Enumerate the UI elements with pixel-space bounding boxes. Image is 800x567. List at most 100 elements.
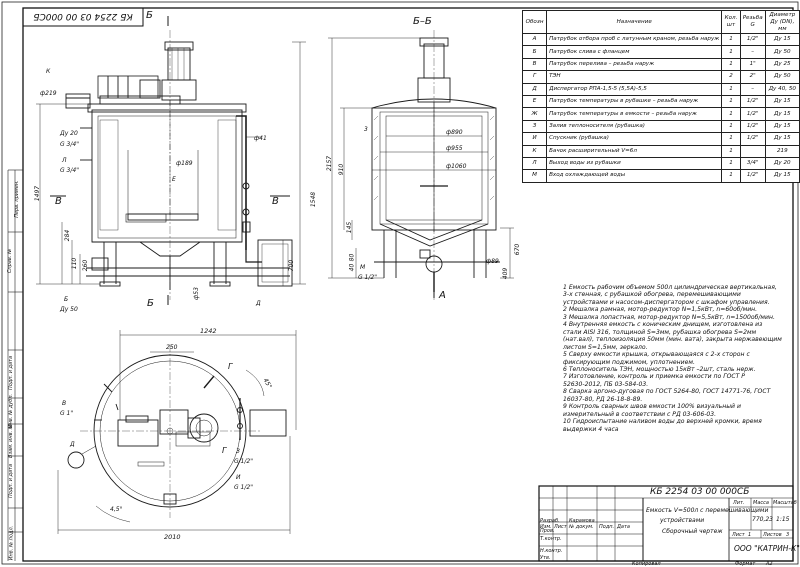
spec-purpose: Спускник (рубашка)	[546, 132, 723, 146]
note-line: 7 Изготовление, контроль и приемка емкос…	[563, 373, 745, 381]
dim-670: 670	[514, 243, 522, 256]
spec-code: Г	[521, 70, 548, 84]
front-view	[65, 30, 293, 300]
dim-1242: 1242	[200, 327, 217, 335]
spec-dn: Ду 25	[764, 57, 800, 72]
cut-label-b-bottom: Б	[147, 298, 154, 309]
sheets-label: Листов	[763, 532, 782, 538]
dim-409: 409	[502, 267, 510, 280]
spec-purpose: Патрубок температуры в емкости – резьба …	[546, 107, 723, 121]
note-line: фиксирующим поджимом, уплотнением.	[563, 358, 695, 366]
dim-d189: ф189	[176, 160, 193, 167]
sheet-label: Лист	[732, 532, 745, 538]
note-line: 1 Емкость рабочим объемом 500л цилиндрич…	[563, 284, 777, 291]
spec-thread: 2"	[739, 70, 766, 84]
spec-qty: 1	[721, 169, 741, 183]
lit-label: Лит.	[733, 500, 745, 506]
title-doc-number: КБ 2254 03 00 000СБ	[650, 487, 750, 497]
spec-qty: 1	[721, 45, 741, 59]
spec-thread: 1"	[739, 57, 766, 72]
company-name: ООО "КАТРИН-К"	[734, 544, 800, 553]
label-k: К	[46, 68, 51, 75]
role-approved: Утв.	[540, 555, 551, 561]
plan-view	[67, 344, 287, 518]
spec-purpose: Патрубок слива с фланцем	[546, 45, 723, 59]
cut-label-b-top: Б	[146, 10, 153, 21]
spec-thread: 1/2"	[739, 132, 766, 146]
spec-thread: –	[739, 82, 766, 96]
plan-dimensions	[57, 330, 297, 534]
spec-qty: 1	[721, 144, 741, 158]
spec-qty: 1	[721, 107, 741, 121]
label-i: И	[236, 474, 241, 481]
spec-dn: Ду 15	[764, 32, 800, 47]
spec-dn: Ду 20	[764, 156, 800, 171]
section-view	[371, 30, 500, 300]
dim-1497: 1497	[34, 185, 42, 202]
note-line: 4 Внутренняя емкость с коническим днищем…	[563, 321, 763, 329]
section-title: Б–Б	[413, 16, 432, 27]
note-line: 6 Теплоноситель ТЭН, мощностью 15кВт –2ш…	[563, 365, 756, 373]
doc-number-box	[22, 7, 144, 27]
spec-code: И	[521, 132, 548, 146]
spec-qty: 1	[721, 156, 741, 171]
label-g-top: Г	[228, 362, 233, 371]
spec-thread: 1/2"	[739, 94, 766, 109]
mass-value: 770,23	[752, 516, 773, 523]
strip-label-1: Перв. примен.	[13, 180, 20, 218]
note-line: 2 Мешалка рамная, мотор-редуктор N=1,5кВ…	[563, 306, 758, 314]
stamp-grid	[538, 485, 794, 562]
role-sign: Подп.	[599, 524, 615, 530]
spec-dn: 219	[764, 144, 800, 158]
label-v-plan: В	[62, 400, 67, 407]
dim-40: 40	[348, 263, 356, 272]
spec-purpose: Патрубок температуры в рубашке – резьба …	[546, 94, 723, 109]
note-line: 52630-2012, ПБ 03-584-03.	[563, 380, 649, 388]
spec-table: Обозн Назначение Кол. шт Резьба G Диамет…	[521, 10, 800, 183]
dim-du50: Ду 50	[60, 306, 78, 313]
spec-thread: 1/2"	[739, 169, 766, 183]
label-g-mid: Г	[222, 446, 227, 455]
spec-qty: 1	[721, 132, 741, 146]
scale-label: Масштаб	[773, 500, 797, 506]
dim-du20: Ду 20	[60, 130, 78, 137]
note-line: 5 Сверху емкости крышка, открывающаяся с…	[563, 351, 750, 359]
spec-thread	[739, 144, 766, 158]
spec-qty: 2	[721, 70, 741, 84]
spec-dn: Ду 15	[764, 94, 800, 109]
label-z: З	[236, 448, 240, 455]
spec-dn: Ду 15	[764, 119, 800, 134]
label-d: Д	[256, 300, 261, 307]
mass-label: Масса	[753, 500, 769, 506]
spec-purpose: Патрубок перелива – резьба наруж	[546, 57, 723, 72]
strip-label-3: Подп. и дата	[8, 355, 15, 391]
dim-d89: ф89	[486, 258, 499, 265]
dim-2010: 2010	[164, 533, 181, 541]
role-tcontrol: Т.контр.	[540, 536, 562, 542]
doc-type: Сборочный чертеж	[662, 528, 723, 535]
role-checker: Пров.	[540, 528, 555, 534]
spec-dn: Ду 15	[764, 132, 800, 146]
dim-700: 700	[288, 259, 296, 272]
cut-label-a: А	[439, 290, 446, 301]
spec-dn: Ду 40, 50	[764, 82, 800, 96]
format-value: А2	[766, 561, 773, 567]
spec-purpose: Диспергатор РПА-1,5-5 (5,5А)-5,5	[546, 82, 723, 96]
copied-label: Копировал	[632, 561, 661, 567]
dim-1548: 1548	[310, 191, 318, 208]
spec-dn: Ду 50	[764, 45, 800, 59]
spec-code: Е	[521, 94, 548, 109]
dim-d955: ф955	[446, 145, 463, 152]
role-doc: № докум.	[569, 524, 594, 530]
note-line: 16037-80, РД 26-18-8-89.	[563, 395, 643, 403]
role-list: Лист	[554, 524, 567, 530]
role-izm: Изм.	[540, 524, 552, 530]
